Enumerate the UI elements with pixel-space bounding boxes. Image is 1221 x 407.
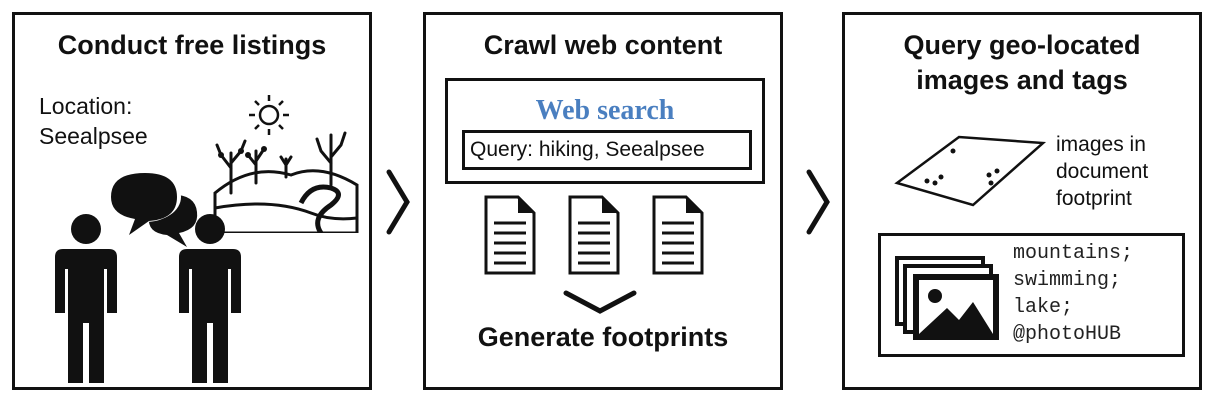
person-icon (179, 214, 241, 383)
document-icons (484, 195, 704, 275)
footprint-polygon-icon (894, 135, 1047, 207)
step-title-query-line2: images and tags (916, 65, 1128, 95)
footprint-caption-line: document (1056, 160, 1149, 183)
image-stack-icon (895, 256, 999, 340)
query-field: Query: hiking, Seealpsee (462, 130, 752, 170)
footprint-caption-line: images in (1056, 133, 1146, 156)
tag-item: swimming; (1013, 269, 1122, 292)
person-icon (55, 214, 117, 383)
tag-item: @photoHUB (1013, 323, 1122, 346)
footprint-caption: images in document footprint (1056, 131, 1148, 212)
sun-icon (249, 95, 289, 135)
chevron-down-icon (563, 290, 637, 314)
web-search-title: Web search (535, 95, 675, 126)
generate-footprints-label: Generate footprints (477, 322, 729, 352)
location-label: Location: (39, 93, 133, 119)
step-title-query-line1: Query geo-located (903, 30, 1141, 60)
footprint-caption-line: footprint (1056, 187, 1132, 210)
step-panel-query: Query geo-located images and tags images… (842, 12, 1202, 390)
chevron-right-icon (806, 169, 830, 235)
step-panel-crawl: Crawl web content Web search Query: hiki… (423, 12, 783, 390)
tag-item: lake; (1013, 296, 1074, 319)
location-value: Seealpsee (39, 123, 148, 149)
chevron-right-icon (386, 169, 410, 235)
location-text: Location: Seealpsee (39, 91, 148, 151)
landscape-icon (213, 95, 359, 233)
image-tags-box: mountains; swimming; lake; @photoHUB (878, 233, 1185, 357)
step-title-crawl: Crawl web content (483, 30, 723, 60)
speech-bubble-icon (109, 172, 198, 247)
step-title-listings: Conduct free listings (57, 30, 327, 60)
web-search-box: Web search Query: hiking, Seealpsee (445, 78, 765, 184)
step-panel-listings: Conduct free listings Location: Seealpse… (12, 12, 372, 390)
tag-list: mountains; swimming; lake; @photoHUB (1013, 240, 1133, 348)
tag-item: mountains; (1013, 242, 1134, 265)
